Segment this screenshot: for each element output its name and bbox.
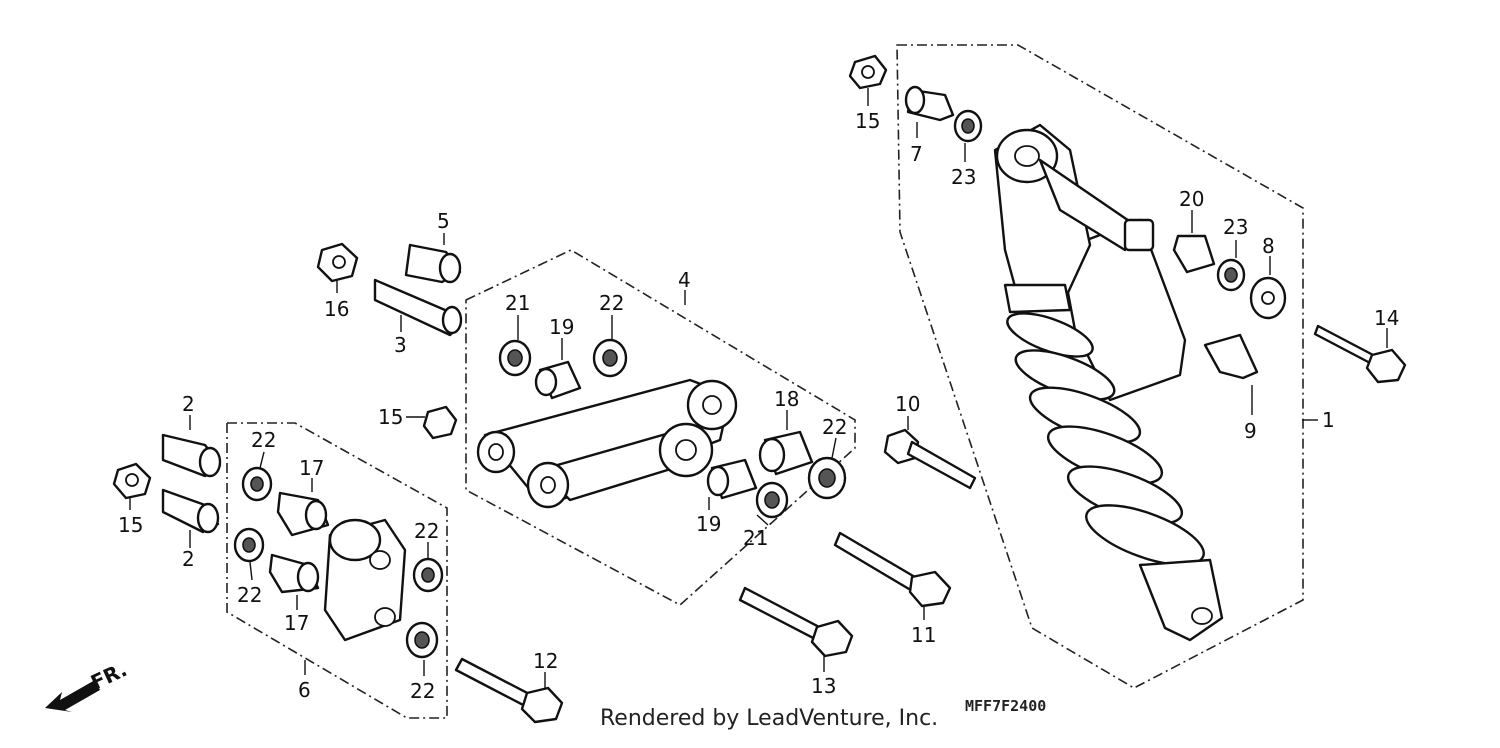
- front-direction-arrow: FR.: [45, 657, 131, 712]
- callout-22: 22: [410, 679, 435, 703]
- connecting-rod-6: [323, 518, 407, 642]
- callout-15: 15: [118, 513, 143, 537]
- callout-4: 4: [678, 268, 691, 292]
- bolt-12: [454, 657, 564, 724]
- collar-20: [1172, 234, 1216, 274]
- callout-8: 8: [1262, 234, 1275, 258]
- callout-1: 1: [1322, 408, 1335, 432]
- callout-20: 20: [1179, 187, 1204, 211]
- callout-15: 15: [855, 109, 880, 133]
- callout-17: 17: [299, 456, 324, 480]
- callout-19: 19: [696, 512, 721, 536]
- bolt-14: [1313, 324, 1407, 384]
- bolt-10: [883, 428, 977, 490]
- callout-22: 22: [822, 415, 847, 439]
- callout-21: 21: [505, 291, 530, 315]
- direction-label: FR.: [87, 657, 131, 694]
- callout-22: 22: [599, 291, 624, 315]
- callout-7: 7: [910, 142, 923, 166]
- callout-21: 21: [743, 526, 768, 550]
- rendered-by-footer: Rendered by LeadVenture, Inc.: [600, 706, 939, 731]
- callout-5: 5: [437, 209, 450, 233]
- nut-15b: [422, 405, 458, 440]
- callout-14: 14: [1374, 306, 1399, 330]
- bolt-13: [738, 586, 854, 658]
- group-outline-rod: [226, 422, 448, 719]
- diagram-code: MFF7F2400: [965, 697, 1047, 715]
- callout-labels: 1 2 2 3 4 5 6 7 8 9 10 11 12 13 14 15 15…: [118, 109, 1399, 703]
- spacer-9: [1203, 333, 1259, 380]
- leader-lines: [129, 88, 1388, 688]
- bolt-11: [833, 531, 952, 608]
- callout-2: 2: [182, 392, 195, 416]
- group-outline-shock: [896, 44, 1304, 689]
- callout-17: 17: [284, 611, 309, 635]
- callout-11: 11: [911, 623, 936, 647]
- callout-15: 15: [378, 405, 403, 429]
- cushion-arm-4: [476, 378, 738, 509]
- callout-13: 13: [811, 674, 836, 698]
- callout-9: 9: [1244, 419, 1257, 443]
- callout-16: 16: [324, 297, 349, 321]
- callout-10: 10: [895, 392, 920, 416]
- callout-19: 19: [549, 315, 574, 339]
- callout-6: 6: [298, 678, 311, 702]
- callout-18: 18: [774, 387, 799, 411]
- rear-shock-absorber: [993, 123, 1224, 642]
- callout-22: 22: [237, 583, 262, 607]
- callout-23: 23: [1223, 215, 1248, 239]
- callout-12: 12: [533, 649, 558, 673]
- callout-2: 2: [182, 547, 195, 571]
- callout-22: 22: [414, 519, 439, 543]
- callout-23: 23: [951, 165, 976, 189]
- group-outline-arm: [465, 249, 856, 606]
- callout-3: 3: [394, 333, 407, 357]
- callout-22: 22: [251, 428, 276, 452]
